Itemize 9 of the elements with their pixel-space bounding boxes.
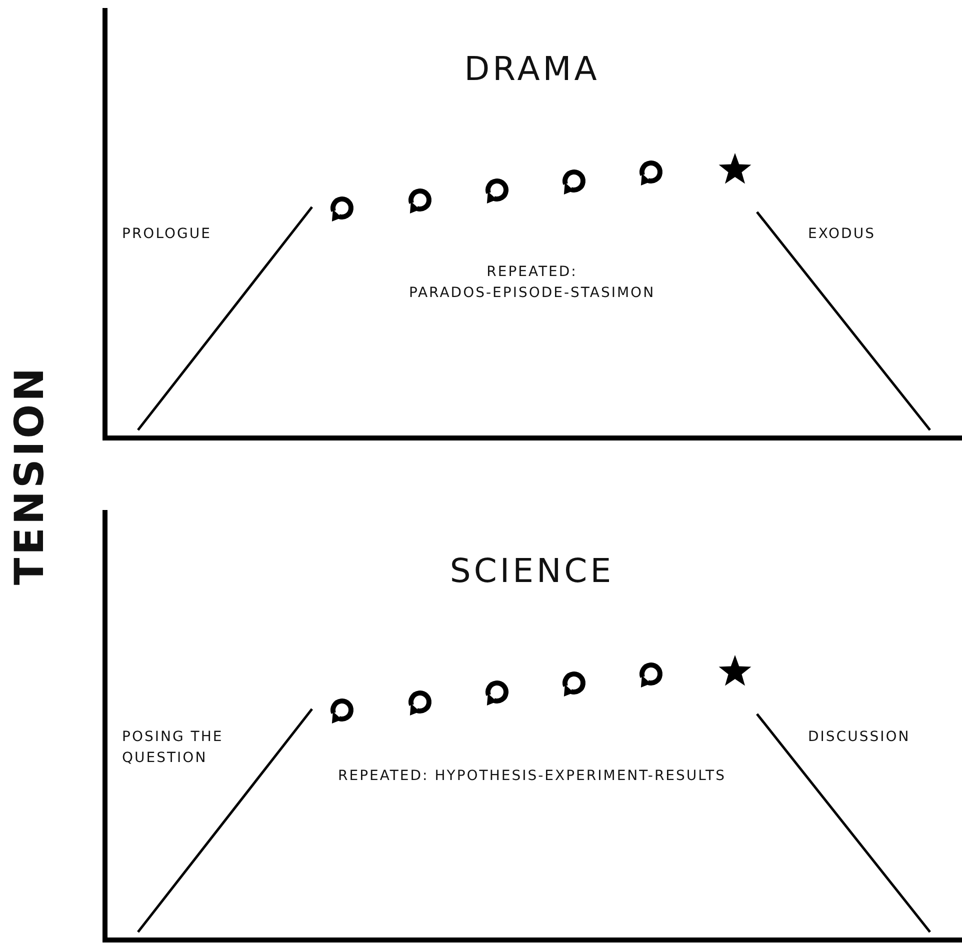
- stage-label: REPEATED: PARADOS-EPISODE-STASIMON: [408, 263, 656, 303]
- stage-label: DISCUSSION: [808, 728, 912, 747]
- panel-title: DRAMA: [463, 48, 601, 90]
- stage-label: PROLOGUE: [122, 225, 212, 244]
- stage-label: REPEATED: HYPOTHESIS-EXPERIMENT-RESULTS: [337, 767, 727, 786]
- stage-label: POSING THE QUESTION: [122, 728, 224, 768]
- stage-label: EXODUS: [808, 225, 876, 244]
- axis-label: TENSION: [6, 364, 54, 588]
- panel-title: SCIENCE: [448, 550, 616, 592]
